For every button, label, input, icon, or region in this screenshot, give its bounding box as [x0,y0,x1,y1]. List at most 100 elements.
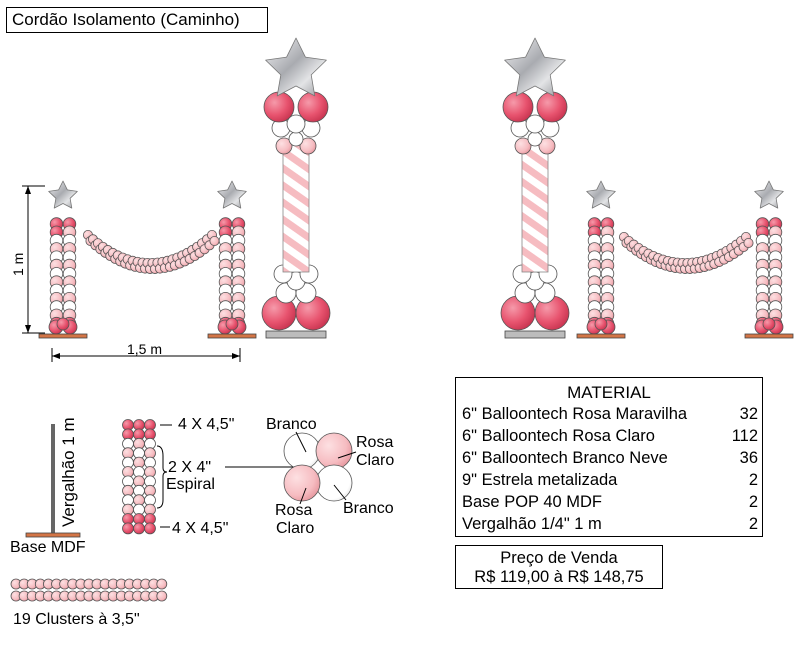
clusters-label: 19 Clusters à 3,5" [13,611,140,628]
cluster-garland [83,229,220,274]
price-box: Preço de Venda R$ 119,00 à R$ 148,75 [455,545,663,589]
balloon [514,137,532,155]
material-row: 6" Balloontech Branco Neve 36 [462,450,758,470]
flower-pink-left-label-1: Rosa [275,502,313,519]
material-qty: 2 [748,471,758,489]
material-name: Base POP 40 MDF [462,493,603,511]
spiral-section [521,139,549,273]
balloon [762,317,776,331]
material-name: 6" Balloontech Rosa Maravilha [462,405,688,423]
flower-pink-right-label-2: Claro [356,452,395,469]
pink-balloon [283,464,321,502]
spiral-section [282,139,310,273]
balloon [538,137,556,155]
pointer-line [295,431,307,453]
base-mdf [38,333,88,339]
column-top-label: 4 X 4,5" [178,416,235,433]
arrow-icon [52,353,60,359]
balloon [743,237,754,248]
star-balloon-icon [586,180,616,209]
column-base [265,330,327,339]
balloon [122,522,134,535]
material-qty: 32 [739,405,758,423]
white-balloon [283,432,321,470]
arrow-icon [232,353,240,359]
flower-pink-left-label-2: Claro [276,520,315,537]
price-value: R$ 119,00 à R$ 148,75 [474,568,644,586]
material-row: 6" Balloontech Rosa Claro 112 [462,428,758,448]
column-legend [122,419,172,535]
balloon [594,317,608,331]
cluster-flower [225,431,357,505]
star-balloon-icon [48,180,78,209]
star-balloon-icon [217,180,247,209]
pink-balloon [315,432,353,470]
balloon [156,590,168,602]
material-qty: 36 [739,449,758,467]
base-mdf-icon [25,532,81,538]
cordao-post [744,180,794,339]
dimension-lines [22,185,241,362]
material-row: 9" Estrela metalizada 2 [462,472,758,492]
star-balloon-icon [754,180,784,209]
column-bottom-label: 4 X 4,5" [172,520,229,537]
base-mdf [576,333,626,339]
pointer-line [333,484,347,501]
balloon [536,91,568,123]
page-title: Cordão Isolamento (Caminho) [6,7,268,33]
star-balloon-icon [265,37,327,97]
material-qty: 112 [731,427,758,445]
rod-label: Vergalhão 1 m [59,417,78,527]
left-arrangement [22,37,331,362]
material-name: 6" Balloontech Branco Neve [462,449,668,467]
flower-white-bottom-label: Branco [343,500,394,517]
balloon [527,131,543,147]
cluster-garland [619,231,754,274]
cordao-post [207,180,257,339]
spiral-column [500,37,570,339]
clusters-strip [10,578,168,602]
star-balloon-icon [504,37,566,97]
balloon [525,114,545,134]
pointer-line [337,451,357,459]
base-label: Base MDF [10,539,86,556]
balloon [502,91,534,123]
spiral-column [261,37,331,339]
width-label: 1,5 m [127,341,163,357]
brace-icon [156,445,168,509]
balloon [225,317,239,331]
material-heading: MATERIAL [567,383,651,402]
base-mdf [207,333,257,339]
material-row: 6" Balloontech Rosa Maravilha 32 [462,406,758,426]
base-mdf [744,333,794,339]
price-label: Preço de Venda [500,549,618,567]
balloon [263,91,295,123]
balloon [286,114,306,134]
material-row: Base POP 40 MDF 2 [462,494,758,514]
material-qty: 2 [748,515,758,533]
height-label: 1 m [10,252,26,276]
balloon [56,317,70,331]
balloon [297,91,329,123]
balloon [144,522,156,535]
flower-pink-right-label-1: Rosa [356,434,394,451]
balloon [275,137,293,155]
pointer-line [299,487,307,505]
column-base [504,330,566,339]
arrow-icon [25,325,31,333]
white-balloon [315,464,353,502]
right-arrangement [500,37,794,339]
material-qty: 2 [748,493,758,511]
column-middle-label-1: 2 X 4" [168,459,212,476]
material-name: 9" Estrela metalizada [462,471,618,489]
arrow-icon [25,186,31,194]
cordao-post [38,180,88,339]
balloon [133,522,145,535]
flower-white-top-label: Branco [266,416,317,433]
material-table: MATERIAL 6" Balloontech Rosa Maravilha 32… [455,377,763,537]
material-name: 6" Balloontech Rosa Claro [462,427,655,445]
legend-drawings [10,419,357,602]
